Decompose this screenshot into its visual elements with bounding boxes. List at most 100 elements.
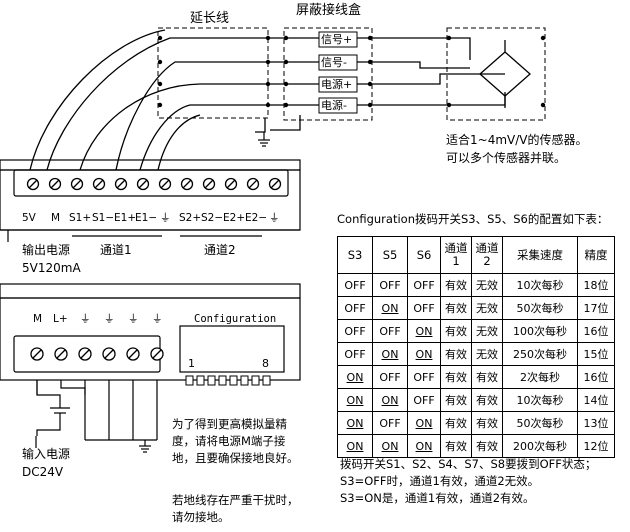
table-header-row: S3 S5 S6 通道1 通道2 采集速度 精度 [337, 236, 615, 274]
interference-note: 若地线存在严重干扰时， 请勿接地。 [172, 492, 299, 526]
table-cell: OFF [337, 273, 373, 297]
table-cell: 有效 [440, 411, 472, 435]
config-table: S3 S5 S6 通道1 通道2 采集速度 精度 OFF OFF OFF 有效 … [337, 236, 615, 458]
channel2-label: 通道2 [204, 243, 236, 257]
wire-signal-minus [115, 61, 320, 171]
header-speed: 采集速度 [502, 236, 578, 274]
top-module [0, 159, 301, 231]
cable-shield-inner [157, 114, 201, 171]
switch-note-line: 拨码开关S1、S2、S4、S7、S8要拨到OFF状态； [340, 457, 597, 471]
ground-terminal-label: ⏚ [160, 212, 171, 224]
table-row: ON OFF ON 有效 有效 50次每秒 13位 [337, 411, 615, 435]
table-row: OFF OFF ON 有效 无效 100次每秒 16位 [337, 319, 615, 343]
table-cell: 有效 [440, 342, 472, 366]
table-cell: ON [337, 411, 373, 435]
ground-icon [258, 132, 270, 147]
table-cell: 100次每秒 [502, 319, 578, 343]
table-cell: OFF [407, 273, 441, 297]
terminal-label: E1− [135, 212, 158, 224]
sensor-shield [446, 27, 546, 121]
table-cell: 50次每秒 [502, 296, 578, 320]
table-cell: 无效 [471, 273, 503, 297]
table-cell: 17位 [577, 296, 615, 320]
table-cell: OFF [407, 296, 441, 320]
terminal-label: E2+ [223, 212, 246, 224]
terminal-label: S2+ [179, 212, 202, 224]
ground-note: 为了得到更高模拟量精 度，请将电源M端子接 地，且要确保接地良好。 [172, 416, 299, 467]
table-cell: 12位 [577, 434, 615, 458]
extension-cable-label: 延长线 [190, 11, 230, 26]
table-cell: OFF [337, 296, 373, 320]
header-s3: S3 [337, 236, 373, 274]
interference-note-line: 若地线存在严重干扰时， [172, 493, 299, 507]
terminal-label: L+ [53, 313, 68, 325]
table-cell: OFF [337, 342, 373, 366]
cable-shield-outer [29, 29, 166, 171]
signal-plus-label: 信号+ [321, 33, 353, 46]
wire-power-plus [79, 83, 320, 171]
table-cell: 有效 [440, 365, 472, 389]
table-cell: OFF [372, 319, 408, 343]
table-cell: OFF [372, 365, 408, 389]
table-cell: OFF [407, 365, 441, 389]
header-channel2: 通道2 [471, 236, 503, 274]
config-table-body: OFF OFF OFF 有效 无效 10次每秒 18位 OFF ON OFF 有… [337, 273, 615, 458]
table-cell: 10次每秒 [502, 273, 578, 297]
table-cell: 无效 [471, 319, 503, 343]
table-cell: 有效 [440, 434, 472, 458]
table-row: ON ON OFF 有效 有效 10次每秒 14位 [337, 388, 615, 412]
header-s5: S5 [372, 236, 408, 274]
table-cell: OFF [372, 273, 408, 297]
header-s6: S6 [407, 236, 441, 274]
table-cell: 10次每秒 [502, 388, 578, 412]
ground-note-line: 度，请将电源M端子接 [172, 434, 286, 448]
terminal-label: M [51, 212, 61, 224]
switch-note-line: S3=OFF时，通道1有效，通道2无效。 [340, 474, 540, 488]
signal-minus-label: 信号- [321, 56, 347, 69]
table-cell: 无效 [471, 296, 503, 320]
table-cell: ON [407, 319, 441, 343]
shield-box-outline [283, 27, 373, 121]
terminal-label: E1+ [114, 212, 137, 224]
table-cell: OFF [372, 411, 408, 435]
switch-note-line: S3=ON是，通道1有效，通道2有效。 [340, 491, 535, 505]
table-cell: OFF [407, 388, 441, 412]
table-cell: ON [372, 342, 408, 366]
table-row: OFF ON ON 有效 无效 250次每秒 15位 [337, 342, 615, 366]
sensor-note-1: 适合1~4mV/V的传感器。 [446, 133, 588, 147]
output-power-label: 输出电源 [22, 243, 71, 257]
dip-switch-pins [185, 375, 271, 386]
terminal-label: S1+ [69, 212, 92, 224]
wire-power-minus [139, 104, 320, 171]
header-channel1: 通道1 [440, 236, 472, 274]
wire-signal-plus [46, 37, 320, 171]
input-power-label: 输入电源 [22, 447, 71, 461]
switch-notes: 拨码开关S1、S2、S4、S7、S8要拨到OFF状态； S3=OFF时，通道1有… [340, 456, 596, 507]
table-cell: 14位 [577, 388, 615, 412]
terminal-label: E2− [245, 212, 268, 224]
channel1-label: 通道1 [100, 243, 132, 257]
bottom-terminal-screws [30, 347, 164, 361]
table-cell: 有效 [471, 411, 503, 435]
table-cell: 有效 [440, 319, 472, 343]
ground-terminal-label: ⏚ [269, 212, 280, 224]
top-terminal-screws [26, 177, 282, 191]
ground-terminal-label: ⏚ [128, 313, 139, 325]
table-cell: 有效 [440, 296, 472, 320]
table-cell: ON [372, 296, 408, 320]
ground-note-line: 地，且要确保接地良好。 [172, 451, 299, 465]
table-cell: 有效 [440, 388, 472, 412]
table-cell: 无效 [471, 342, 503, 366]
power-plus-label: 电源+ [321, 78, 353, 91]
table-cell: 200次每秒 [502, 434, 578, 458]
sensor-note-2: 可以多个传感器并联。 [446, 151, 567, 165]
table-cell: 18位 [577, 273, 615, 297]
input-power-spec: DC24V [22, 465, 64, 479]
table-cell: 有效 [440, 273, 472, 297]
ground-terminal-label: ⏚ [152, 313, 163, 325]
table-cell: ON [372, 388, 408, 412]
terminal-label: 5V [22, 212, 36, 224]
table-cell: 15位 [577, 342, 615, 366]
configuration-label: Configuration [194, 313, 277, 325]
table-cell: 有效 [471, 388, 503, 412]
